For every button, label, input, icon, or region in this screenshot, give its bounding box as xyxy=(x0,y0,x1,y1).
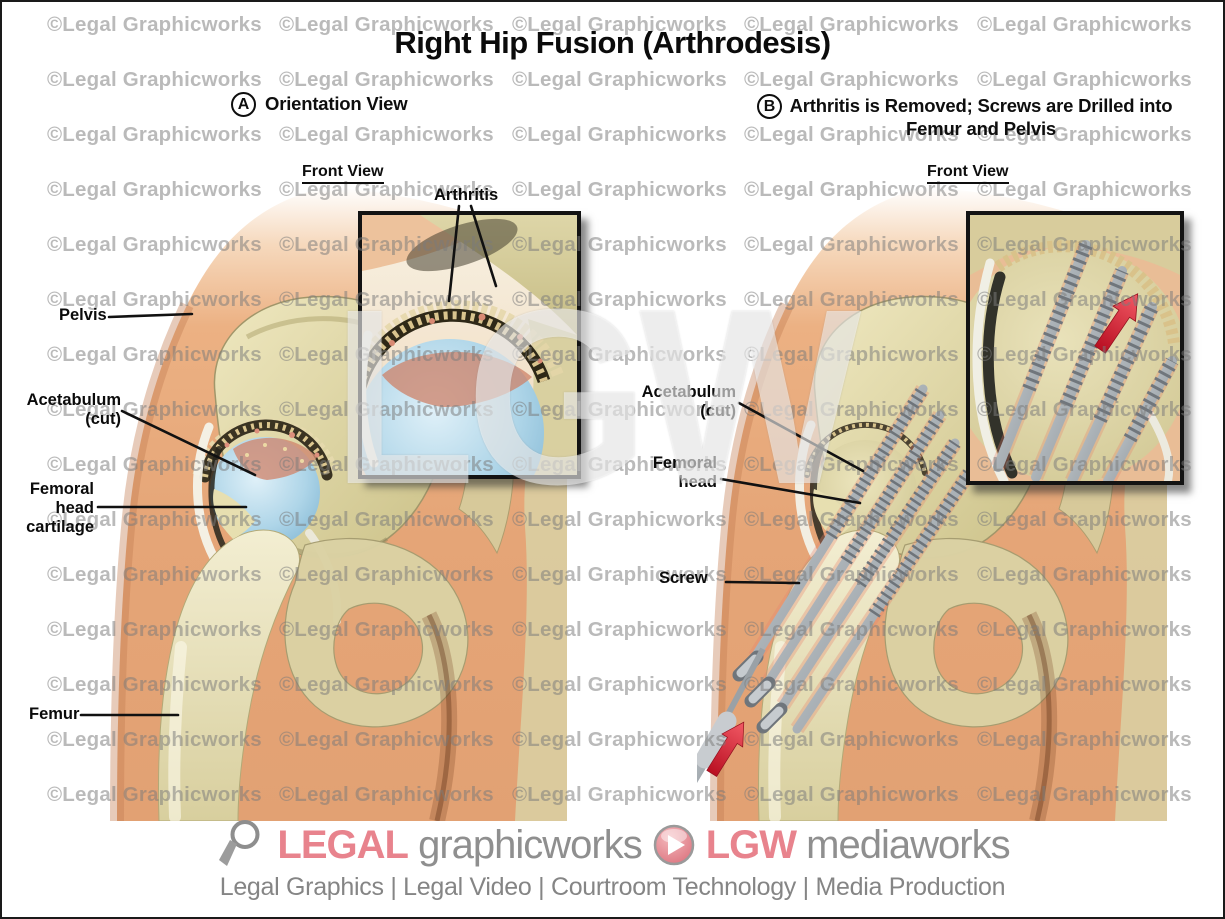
inset-ligament xyxy=(362,330,379,468)
brand-legal-text: LEGAL xyxy=(277,822,409,867)
inset-b-art xyxy=(970,215,1180,481)
inset-ligament-right xyxy=(1144,407,1174,481)
front-view-title-b: Front View xyxy=(927,163,1009,184)
ischium-ring xyxy=(284,538,469,728)
inset-pelvis-bone xyxy=(420,215,577,335)
inset-ligament-left xyxy=(972,258,1009,481)
watermark-tile: ©Legal Graphicworks xyxy=(47,68,262,91)
panel-a-heading: A Orientation View xyxy=(231,92,408,117)
buttock-crease xyxy=(421,611,458,821)
label-acetabulum-a: Acetabulum (cut) xyxy=(26,391,121,429)
watermark-tile: ©Legal Graphicworks xyxy=(744,68,959,91)
label-pelvis: Pelvis xyxy=(59,306,107,324)
brand-mediaworks: LGW mediaworks xyxy=(705,822,1011,868)
label-arthritis: Arthritis xyxy=(434,186,499,204)
inset-a-art xyxy=(362,215,577,475)
footer-logo-row: LEGAL graphicworks LGW mediaworks xyxy=(2,818,1223,872)
buttock-crease-line xyxy=(1026,613,1052,821)
buttock-crease xyxy=(1021,611,1058,821)
brand-lgw-text: LGW xyxy=(705,822,797,867)
label-screw: Screw xyxy=(659,569,708,587)
inset-arthritic-patch xyxy=(382,352,532,407)
inset-arthritis-dots xyxy=(389,313,543,364)
inset-screw-threads xyxy=(1022,242,1179,443)
buttock-crease-line xyxy=(426,613,452,821)
label-femoral-head-cartilage: Femoral head cartilage xyxy=(26,480,94,537)
inset-front-view-a xyxy=(358,211,581,479)
play-icon xyxy=(653,824,694,866)
brand-graphicworks-text: graphicworks xyxy=(418,822,643,867)
brand-graphicworks: LEGAL graphicworks xyxy=(277,822,643,868)
inset-rim-speckle xyxy=(362,311,548,389)
femur-bone xyxy=(158,529,300,821)
watermark-tile: ©Legal Graphicworks xyxy=(512,123,727,146)
skin-edge-shading xyxy=(110,301,194,821)
inset-red-arrow xyxy=(1094,293,1139,354)
screw-driver xyxy=(697,647,766,783)
femur-highlight xyxy=(168,641,187,821)
red-arrow xyxy=(706,721,745,777)
panel-b-badge: B xyxy=(757,94,782,119)
watermark-tile: ©Legal Graphicworks xyxy=(47,123,262,146)
panel-a-badge: A xyxy=(231,92,256,117)
screw-threads xyxy=(825,385,975,618)
front-view-title-a: Front View xyxy=(302,163,384,184)
label-acetabulum-b: Acetabulum (cut) xyxy=(641,383,736,421)
watermark-tile: ©Legal Graphicworks xyxy=(279,68,494,91)
brand-mediaworks-text: mediaworks xyxy=(806,822,1010,867)
page-title: Right Hip Fusion (Arthrodesis) xyxy=(394,25,831,60)
panel-b-heading-text: Arthritis is Removed; Screws are Drilled… xyxy=(789,95,1173,139)
label-femur: Femur xyxy=(29,705,80,723)
watermark-tile: ©Legal Graphicworks xyxy=(977,68,1192,91)
watermark-tile: ©Legal Graphicworks xyxy=(279,123,494,146)
watermark-tile: ©Legal Graphicworks xyxy=(512,68,727,91)
inset-front-view-b xyxy=(966,211,1184,485)
footer-tagline: Legal Graphics | Legal Video | Courtroom… xyxy=(219,873,1006,901)
magnifier-icon xyxy=(219,820,260,866)
panel-a-heading-text: Orientation View xyxy=(265,93,408,114)
label-femoral-head-b: Femoral head xyxy=(652,454,717,492)
greater-trochanter xyxy=(213,489,255,539)
